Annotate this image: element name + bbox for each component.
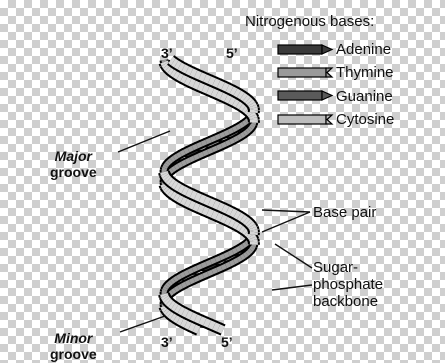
legend-title: Nitrogenous bases: (245, 14, 374, 29)
minor-groove-label-line2: groove (50, 346, 97, 362)
end-label-bottom-3prime: 3’ (161, 335, 173, 349)
major-groove-label: Major groove (50, 148, 97, 180)
backbone-segment (194, 328, 198, 330)
minor-groove-label: Minor groove (50, 330, 97, 362)
backbone-label-line3: backbone (313, 293, 383, 310)
legend-swatches (278, 45, 332, 124)
major-groove-label-line1: Major (50, 148, 97, 164)
backbone-label: Sugar- phosphate backbone (313, 259, 383, 310)
end-label-bottom-5prime: 5’ (221, 335, 233, 349)
base-pair-label: Base pair (313, 204, 376, 221)
thymine-swatch (278, 68, 332, 77)
end-label-top-5prime: 5’ (226, 46, 238, 60)
end-label-top-3prime: 3’ (161, 46, 173, 60)
cytosine-swatch (278, 115, 332, 124)
backbone-label-line2: phosphate (313, 276, 383, 293)
minor-groove-leader (120, 316, 165, 332)
legend-label-guanine: Guanine (336, 89, 393, 104)
minor-groove-label-line1: Minor (50, 330, 97, 346)
backbone-segment (219, 328, 223, 330)
legend-label-adenine: Adenine (336, 42, 391, 57)
leader-lines (118, 131, 312, 332)
base-pair-leader-1 (262, 210, 310, 212)
guanine-swatch (278, 91, 332, 100)
major-groove-label-line2: groove (50, 164, 97, 180)
adenine-swatch (278, 45, 332, 54)
backbone-label-line1: Sugar- (313, 259, 383, 276)
backbone-leader-2 (272, 285, 312, 290)
backbone-leader-1 (275, 244, 312, 268)
legend-label-thymine: Thymine (336, 65, 394, 80)
legend-label-cytosine: Cytosine (336, 112, 394, 127)
base-pair-leader-2 (262, 212, 310, 232)
major-groove-leader (118, 131, 170, 152)
